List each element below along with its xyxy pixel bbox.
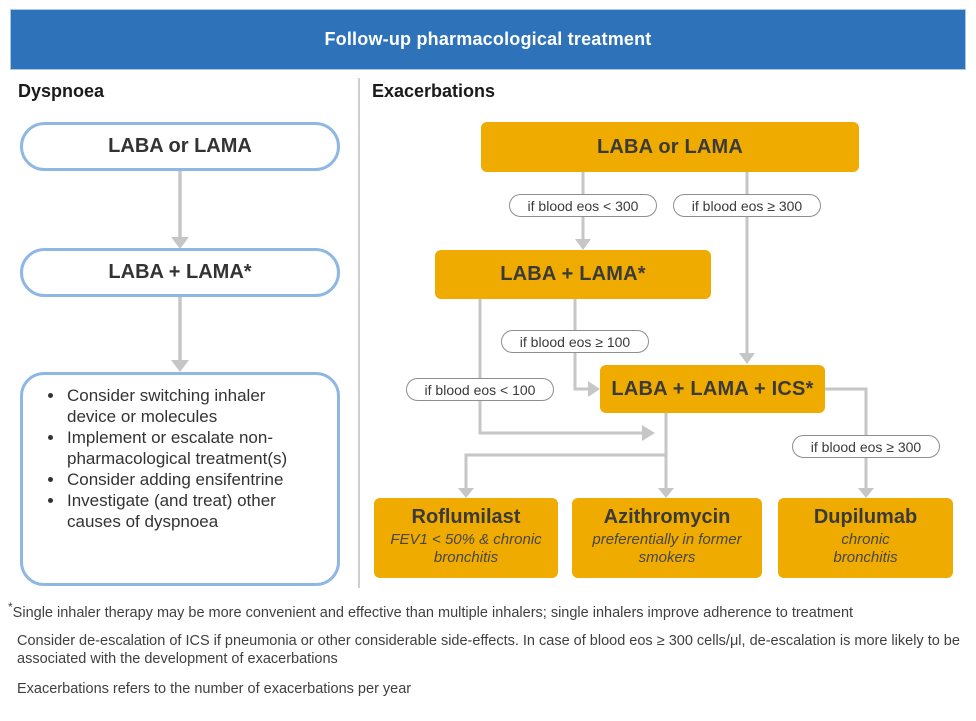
flow-box-label: LABA + LAMA*: [108, 261, 252, 283]
condition-pill-eos-lt-300: if blood eos < 300: [509, 194, 657, 217]
section-heading-dyspnoea: Dyspnoea: [18, 81, 105, 101]
section-heading-exacerbations: Exacerbations: [372, 81, 496, 101]
flow-box-exac-laba-lama-ics: LABA + LAMA + ICS*: [600, 365, 825, 413]
footnote-ics-de-escalation: Consider de-escalation of ICS if pneumon…: [17, 633, 960, 667]
header-bar: Follow-up pharmacological treatment: [10, 9, 966, 70]
list-item: Consider switching inhaler device or mol…: [65, 385, 299, 427]
asterisk-marker: *: [8, 600, 13, 614]
condition-pill-eos-lt-100: if blood eos < 100: [406, 378, 554, 401]
outcome-title: Azithromycin: [603, 506, 731, 528]
flow-box-dyspnoea-laba-plus-lama: LABA + LAMA*: [20, 248, 340, 297]
outcome-title: Dupilumab: [813, 506, 918, 528]
flow-box-exac-laba-or-lama: LABA or LAMA: [481, 122, 859, 172]
section-divider: [358, 78, 360, 588]
list-item: Implement or escalate non-pharmacologica…: [65, 427, 299, 469]
outcome-subtitle: chronic bronchitis: [833, 531, 898, 566]
condition-pill-eos-ge-300-dupilumab: if blood eos ≥ 300: [792, 435, 940, 458]
flow-box-label: LABA or LAMA: [596, 135, 744, 158]
condition-pill-eos-ge-300: if blood eos ≥ 300: [673, 194, 821, 217]
condition-pill-eos-ge-100: if blood eos ≥ 100: [501, 330, 649, 353]
footnote-text: Single inhaler therapy may be more conve…: [12, 605, 854, 621]
dyspnoea-action-list: Consider switching inhaler device or mol…: [43, 385, 299, 533]
flow-box-exac-laba-plus-lama: LABA + LAMA*: [435, 250, 711, 299]
footnote-single-inhaler: *Single inhaler therapy may be more conv…: [8, 600, 964, 622]
flow-box-dyspnoea-laba-or-lama: LABA or LAMA: [20, 122, 340, 171]
outcome-subtitle: FEV1 < 50% & chronic bronchitis: [390, 531, 542, 566]
list-item: Investigate (and treat) other causes of …: [65, 490, 299, 532]
footnotes: *Single inhaler therapy may be more conv…: [8, 600, 964, 699]
flow-box-label: LABA + LAMA*: [500, 263, 646, 285]
outcome-box-roflumilast: Roflumilast FEV1 < 50% & chronic bronchi…: [374, 498, 558, 578]
outcome-subtitle: preferentially in former smokers: [592, 531, 742, 566]
flow-box-dyspnoea-actions: Consider switching inhaler device or mol…: [20, 372, 340, 586]
list-item: Consider adding ensifentrine: [65, 469, 299, 490]
outcome-box-dupilumab: Dupilumab chronic bronchitis: [778, 498, 953, 578]
footnote-exacerbations-definition: Exacerbations refers to the number of ex…: [17, 681, 412, 698]
outcome-title: Roflumilast: [411, 506, 521, 528]
flow-box-label: LABA + LAMA + ICS*: [611, 377, 814, 400]
outcome-box-azithromycin: Azithromycin preferentially in former sm…: [572, 498, 762, 578]
flow-box-label: LABA or LAMA: [108, 135, 252, 157]
page-title: Follow-up pharmacological treatment: [324, 29, 652, 49]
